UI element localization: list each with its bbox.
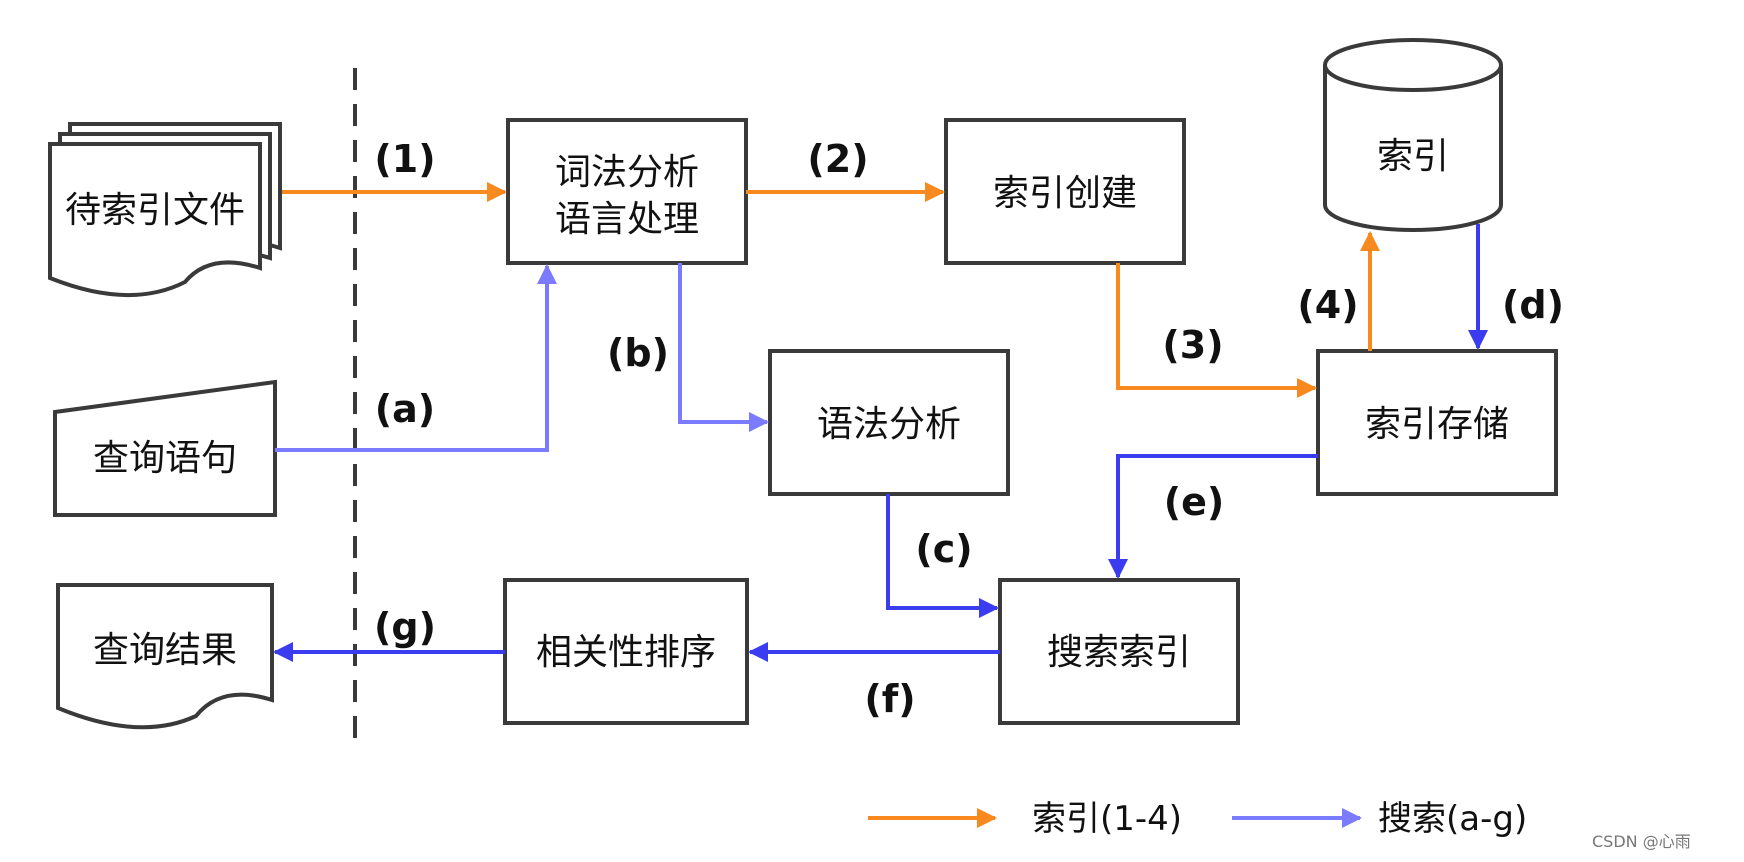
index-creation-label: 索引创建 (993, 173, 1137, 214)
step-label-3: (3) (1162, 323, 1223, 367)
docs-to-index-label: 待索引文件 (65, 190, 245, 231)
step-label-a: (a) (375, 387, 435, 431)
index-storage-label: 索引存储 (1365, 404, 1509, 445)
step-label-4: (4) (1297, 283, 1358, 327)
edge-step-c (886, 494, 999, 618)
step-label-1: (1) (374, 137, 435, 181)
legend: 索引(1-4) 搜索(a-g) (868, 799, 1527, 839)
step-label-g: (g) (374, 605, 436, 649)
step-label-f: (f) (864, 677, 915, 721)
query-statement-label: 查询语句 (93, 438, 237, 479)
edge-step-b (678, 263, 769, 432)
lexical-analysis-node: 词法分析 语言处理 (506, 118, 748, 265)
step-label-e: (e) (1164, 480, 1225, 524)
step-label-b: (b) (607, 331, 669, 375)
query-result-label: 查询结果 (93, 630, 237, 671)
edge-step-e (1108, 454, 1318, 579)
relevance-sort-node: 相关性排序 (503, 578, 749, 725)
relevance-sort-label: 相关性排序 (536, 632, 716, 673)
docs-to-index-node: 待索引文件 (48, 122, 282, 297)
index-database-label: 索引 (1377, 136, 1449, 177)
syntax-analysis-node: 语法分析 (768, 349, 1010, 496)
legend-search-label: 搜索(a-g) (1378, 799, 1527, 839)
step-label-c: (c) (915, 527, 972, 571)
edge-step-a (275, 264, 557, 452)
index-storage-node: 索引存储 (1316, 349, 1558, 496)
index-database-node: 索引 (1323, 38, 1503, 232)
lexical-analysis-label-1: 词法分析 (555, 152, 699, 193)
search-index-node: 搜索索引 (998, 578, 1240, 725)
edge-step-3 (1116, 263, 1317, 398)
lexical-analysis-label-2: 语言处理 (555, 199, 699, 240)
index-creation-node: 索引创建 (944, 118, 1186, 265)
step-label-2: (2) (807, 137, 868, 181)
step-label-d: (d) (1502, 283, 1564, 327)
query-statement-node: 查询语句 (53, 379, 277, 517)
watermark: CSDN @心雨 (1592, 832, 1691, 851)
legend-index-label: 索引(1-4) (1032, 799, 1182, 839)
syntax-analysis-label: 语法分析 (817, 404, 961, 445)
search-index-label: 搜索索引 (1047, 632, 1191, 673)
query-result-node: 查询结果 (56, 583, 274, 730)
